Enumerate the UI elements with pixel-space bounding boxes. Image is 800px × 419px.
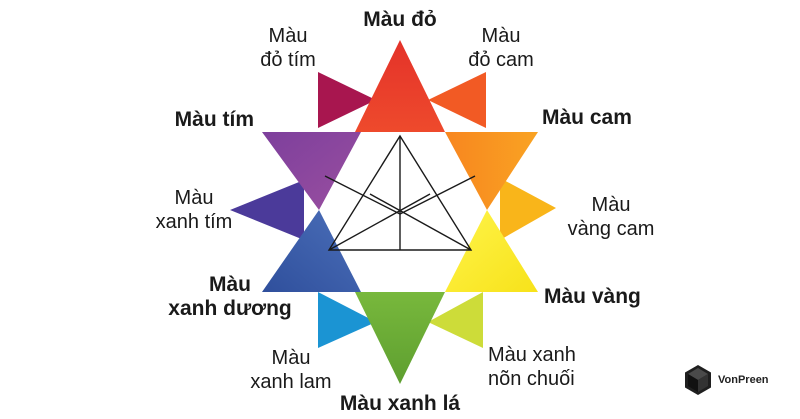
label-orange: Màu cam bbox=[542, 106, 652, 130]
label-red-violet-line2: đỏ tím bbox=[260, 49, 316, 71]
wedge-red bbox=[355, 40, 445, 132]
label-yellow-green-line2: nõn chuối bbox=[488, 368, 575, 390]
wedge-yellow-green bbox=[428, 292, 483, 348]
wedge-violet bbox=[262, 132, 361, 210]
label-violet-text: Màu tím bbox=[174, 108, 254, 131]
label-blue-violet-line2: xanh tím bbox=[155, 211, 233, 233]
vonpreen-logo-text: VonPreen bbox=[718, 374, 769, 386]
label-yellow-orange-line1: Màu bbox=[591, 194, 631, 216]
wedge-yellow bbox=[445, 210, 538, 292]
wedge-blue-violet bbox=[230, 180, 304, 240]
label-blue-green-line1: Màu bbox=[271, 347, 311, 369]
vonpreen-logo-icon bbox=[685, 365, 711, 395]
label-red: Màu đỏ bbox=[345, 8, 455, 32]
label-red-orange-line1: Màu bbox=[481, 25, 521, 47]
label-blue-line1: Màu bbox=[209, 273, 251, 296]
vonpreen-logo: VonPreen bbox=[682, 364, 769, 396]
wedge-blue-green bbox=[318, 292, 376, 348]
label-red-orange-line2: đỏ cam bbox=[468, 49, 534, 71]
label-red-text: Màu đỏ bbox=[363, 8, 437, 31]
label-blue: Màu xanh dương bbox=[164, 273, 296, 321]
wedge-blue bbox=[262, 210, 361, 292]
wedge-red-violet bbox=[318, 72, 376, 128]
wedge-yellow-orange bbox=[500, 178, 556, 240]
label-blue-line2: xanh dương bbox=[168, 297, 292, 320]
inner-triangle-lines bbox=[324, 134, 476, 251]
label-yellow-orange-line2: vàng cam bbox=[567, 218, 655, 240]
label-green: Màu xanh lá bbox=[330, 392, 470, 416]
label-green-text: Màu xanh lá bbox=[339, 392, 461, 415]
label-yellow-text: Màu vàng bbox=[544, 285, 641, 308]
wedge-red-orange bbox=[428, 72, 486, 128]
label-red-orange: Màu đỏ cam bbox=[456, 24, 546, 72]
label-yellow-orange: Màu vàng cam bbox=[556, 193, 666, 241]
label-yellow: Màu vàng bbox=[544, 285, 654, 309]
label-blue-green-line2: xanh lam bbox=[250, 371, 332, 393]
label-blue-violet: Màu xanh tím bbox=[134, 186, 254, 234]
wedge-green bbox=[355, 292, 445, 384]
label-blue-green: Màu xanh lam bbox=[236, 346, 346, 394]
wedge-orange bbox=[445, 132, 538, 210]
label-orange-text: Màu cam bbox=[542, 106, 632, 129]
label-violet: Màu tím bbox=[150, 108, 254, 132]
label-blue-violet-line1: Màu bbox=[174, 187, 214, 209]
label-red-violet-line1: Màu bbox=[268, 25, 308, 47]
label-yellow-green-line1: Màu xanh bbox=[488, 344, 576, 366]
label-red-violet: Màu đỏ tím bbox=[244, 24, 332, 72]
label-yellow-green: Màu xanh nõn chuối bbox=[488, 343, 608, 391]
